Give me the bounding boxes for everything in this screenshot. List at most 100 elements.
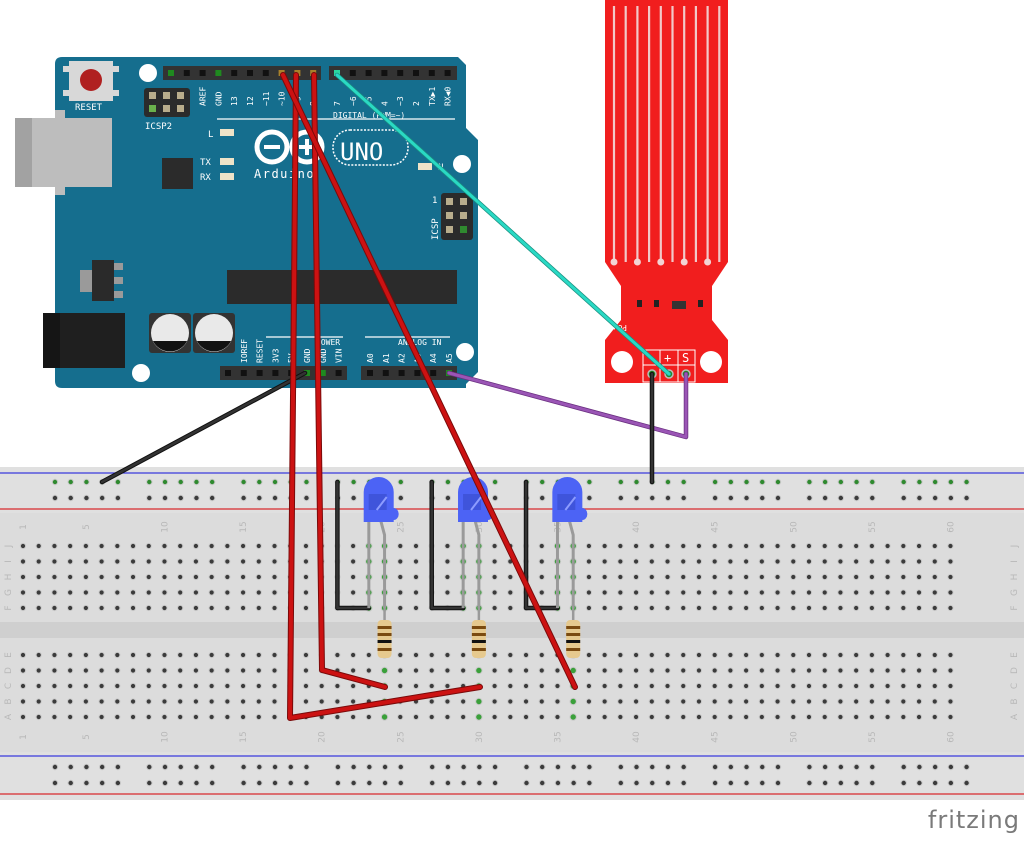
breadboard-hole[interactable] [82, 573, 89, 581]
breadboard-hole[interactable] [82, 698, 89, 705]
breadboard-hole[interactable] [664, 573, 671, 581]
rail-hole[interactable] [177, 779, 184, 787]
breadboard-hole[interactable] [758, 604, 765, 612]
breadboard-hole[interactable] [302, 604, 310, 612]
breadboard-hole[interactable] [601, 542, 608, 550]
breadboard-hole[interactable] [931, 698, 938, 705]
rail-hole[interactable] [83, 494, 90, 502]
breadboard-hole[interactable] [774, 698, 781, 705]
rail-hole[interactable] [476, 779, 483, 787]
breadboard-hole[interactable] [664, 589, 671, 596]
rail-hole[interactable] [271, 763, 279, 771]
rail-hole[interactable] [491, 779, 499, 787]
breadboard-hole[interactable] [585, 542, 593, 550]
breadboard-hole[interactable] [931, 558, 938, 565]
rail-hole[interactable] [83, 763, 90, 771]
breadboard-hole[interactable] [114, 604, 121, 612]
breadboard-hole[interactable] [507, 698, 514, 705]
rail-hole[interactable] [303, 763, 310, 771]
breadboard-hole[interactable] [82, 542, 89, 550]
breadboard-hole[interactable] [538, 542, 545, 550]
breadboard-hole[interactable] [161, 558, 168, 565]
breadboard-hole[interactable] [837, 682, 844, 690]
breadboard-hole[interactable] [334, 651, 341, 659]
breadboard-hole[interactable] [915, 589, 923, 596]
rail-hole[interactable] [67, 478, 74, 486]
rail-hole[interactable] [51, 478, 59, 486]
breadboard-hole[interactable] [774, 682, 781, 690]
breadboard-hole[interactable] [617, 558, 624, 565]
rail-hole[interactable] [539, 763, 546, 771]
breadboard-hole[interactable] [507, 573, 514, 581]
breadboard-hole[interactable] [192, 573, 200, 581]
breadboard-hole[interactable] [161, 573, 168, 581]
rail-hole[interactable] [539, 779, 546, 787]
rail-hole[interactable] [633, 494, 640, 502]
breadboard-hole[interactable] [758, 573, 765, 581]
breadboard-hole[interactable] [444, 667, 451, 674]
breadboard-hole[interactable] [585, 698, 593, 705]
breadboard-hole[interactable] [397, 713, 404, 721]
breadboard-hole[interactable] [805, 682, 813, 690]
breadboard-hole[interactable] [758, 682, 765, 690]
breadboard-hole[interactable] [145, 558, 152, 565]
breadboard-hole[interactable] [35, 542, 42, 550]
breadboard-hole[interactable] [554, 682, 561, 690]
breadboard-hole[interactable] [837, 651, 844, 659]
breadboard-hole[interactable] [19, 604, 27, 612]
breadboard-hole[interactable] [900, 542, 907, 550]
breadboard-hole[interactable] [853, 589, 860, 596]
breadboard-hole[interactable] [444, 589, 451, 596]
rail-hole[interactable] [806, 478, 813, 486]
breadboard-hole[interactable] [648, 682, 655, 690]
rail-hole[interactable] [460, 779, 467, 787]
breadboard-hole[interactable] [255, 558, 262, 565]
header-pin[interactable] [430, 370, 437, 376]
breadboard-hole[interactable] [350, 682, 357, 690]
breadboard-hole[interactable] [271, 573, 278, 581]
breadboard-hole[interactable] [790, 604, 797, 612]
breadboard-hole[interactable] [19, 573, 27, 581]
breadboard-hole[interactable] [365, 713, 372, 721]
breadboard-hole[interactable] [271, 667, 278, 674]
breadboard-hole[interactable] [114, 682, 121, 690]
breadboard-hole[interactable] [664, 682, 671, 690]
breadboard-hole[interactable] [177, 558, 184, 565]
breadboard-hole[interactable] [947, 589, 954, 596]
breadboard-hole[interactable] [192, 651, 200, 659]
rail-hole[interactable] [680, 763, 687, 771]
rail-hole[interactable] [366, 763, 373, 771]
breadboard-hole[interactable] [255, 667, 262, 674]
breadboard-hole[interactable] [837, 667, 844, 674]
rail-hole[interactable] [193, 763, 200, 771]
breadboard-hole[interactable] [585, 667, 593, 674]
breadboard-hole[interactable] [664, 698, 671, 705]
breadboard-hole[interactable] [727, 667, 734, 674]
rail-hole[interactable] [586, 779, 593, 787]
breadboard-hole[interactable] [82, 589, 89, 596]
breadboard-hole[interactable] [460, 713, 467, 721]
breadboard-hole[interactable] [51, 604, 58, 612]
header-pin[interactable] [367, 370, 373, 376]
rail-hole[interactable] [208, 478, 216, 486]
breadboard-hole[interactable] [397, 604, 404, 612]
breadboard-hole[interactable] [853, 558, 860, 565]
breadboard-hole[interactable] [601, 589, 608, 596]
breadboard-hole[interactable] [145, 604, 152, 612]
breadboard-hole[interactable] [444, 573, 451, 581]
breadboard-hole[interactable] [444, 713, 451, 721]
breadboard-hole[interactable] [98, 573, 105, 581]
breadboard-hole[interactable] [161, 651, 168, 659]
breadboard-hole[interactable] [632, 667, 640, 674]
breadboard-hole[interactable] [837, 542, 844, 550]
breadboard-hole[interactable] [680, 667, 687, 674]
header-pin[interactable] [444, 70, 451, 76]
rail-hole[interactable] [774, 763, 782, 771]
breadboard-hole[interactable] [350, 589, 357, 596]
breadboard-hole[interactable] [491, 651, 498, 659]
breadboard-hole[interactable] [790, 682, 797, 690]
breadboard-hole[interactable] [271, 604, 278, 612]
breadboard-hole[interactable] [617, 682, 624, 690]
breadboard-hole[interactable] [680, 573, 687, 581]
breadboard-hole[interactable] [947, 651, 954, 659]
